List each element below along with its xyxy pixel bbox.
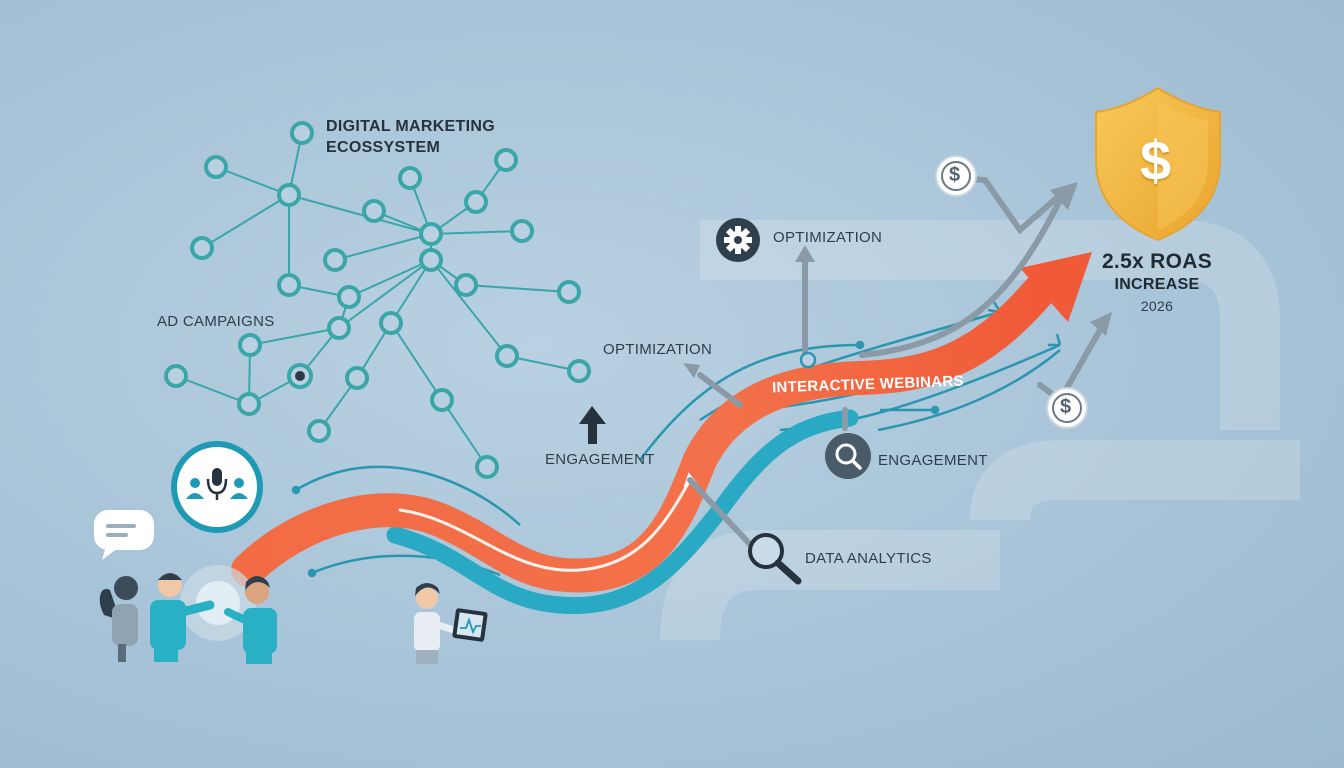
network-node-icon bbox=[345, 366, 369, 390]
network-node-icon bbox=[362, 199, 386, 223]
gear-icon bbox=[716, 218, 760, 262]
ad-campaigns-label: AD CAMPAIGNS bbox=[157, 313, 275, 330]
network-node-icon bbox=[237, 392, 261, 416]
network-node-icon bbox=[557, 280, 581, 304]
chat-bubble-icon bbox=[94, 510, 154, 560]
network-node-icon bbox=[238, 333, 262, 357]
network-node-icon bbox=[277, 183, 301, 207]
up-arrow-icon bbox=[579, 406, 606, 444]
dollar-shield-icon bbox=[1095, 86, 1221, 242]
network-node-center bbox=[295, 371, 305, 381]
network-node-icon bbox=[419, 222, 443, 246]
roas-year: 2026 bbox=[1140, 298, 1174, 314]
network-node-icon bbox=[430, 388, 454, 412]
network-node-icon bbox=[190, 236, 214, 260]
network-edges bbox=[175, 132, 580, 468]
network-node-icon bbox=[323, 248, 347, 272]
network-node-icon bbox=[164, 364, 188, 388]
roas-block: 2.5x ROAS INCREASE 2026 bbox=[1098, 250, 1216, 314]
roas-increase: INCREASE bbox=[1114, 276, 1200, 293]
network-node-icon bbox=[454, 273, 478, 297]
dollar-coin-icon bbox=[935, 155, 977, 197]
optimization-label-top: OPTIMIZATION bbox=[773, 229, 883, 246]
network-node-icon bbox=[307, 419, 331, 443]
magnifier-icon-large bbox=[748, 533, 802, 585]
network-node-icon bbox=[379, 311, 403, 335]
shield-dollar-symbol: $ bbox=[1140, 129, 1172, 192]
network-nodes bbox=[164, 121, 591, 479]
network-node-icon bbox=[327, 316, 351, 340]
network-node-icon bbox=[290, 121, 314, 145]
network-node-icon bbox=[567, 359, 591, 383]
orange-ribbon-arrowhead bbox=[1020, 252, 1092, 322]
network-node-icon bbox=[419, 248, 443, 272]
optimization-label-mid: OPTIMIZATION bbox=[603, 341, 713, 358]
blue-ribbon bbox=[386, 409, 859, 615]
ecosystem-title-line2: ECOSSYSTEM bbox=[326, 139, 441, 156]
network-node-icon bbox=[495, 344, 519, 368]
people-illustration bbox=[99, 565, 277, 664]
engagement-label-right: ENGAGEMENT bbox=[878, 452, 988, 469]
network-node-icon bbox=[464, 190, 488, 214]
analyst-with-tablet-illustration bbox=[414, 583, 488, 664]
ribbon-highlight bbox=[398, 478, 692, 572]
coin-dollar-symbol-top: $ bbox=[949, 164, 961, 186]
dollar-coin-icon bbox=[1046, 387, 1088, 429]
webinar-microphone-icon bbox=[171, 441, 263, 533]
ecosystem-title: DIGITAL MARKETING ECOSSYSTEM bbox=[326, 116, 495, 158]
network-node-icon bbox=[204, 155, 228, 179]
magnifier-icon bbox=[825, 433, 871, 479]
gray-arrowheads bbox=[683, 182, 1112, 378]
ecosystem-title-line1: DIGITAL MARKETING bbox=[326, 118, 495, 135]
network-node-icon bbox=[475, 455, 499, 479]
network-node-icon bbox=[277, 273, 301, 297]
network-node-icon bbox=[494, 148, 518, 172]
network-node-icon bbox=[337, 285, 361, 309]
coin-dollar-symbol-bottom: $ bbox=[1060, 396, 1072, 418]
network-node-icon bbox=[398, 166, 422, 190]
engagement-label-left: ENGAGEMENT bbox=[545, 451, 655, 468]
network-node-icon bbox=[510, 219, 534, 243]
roas-value: 2.5x ROAS bbox=[1101, 250, 1213, 273]
data-analytics-label: DATA ANALYTICS bbox=[805, 550, 932, 567]
